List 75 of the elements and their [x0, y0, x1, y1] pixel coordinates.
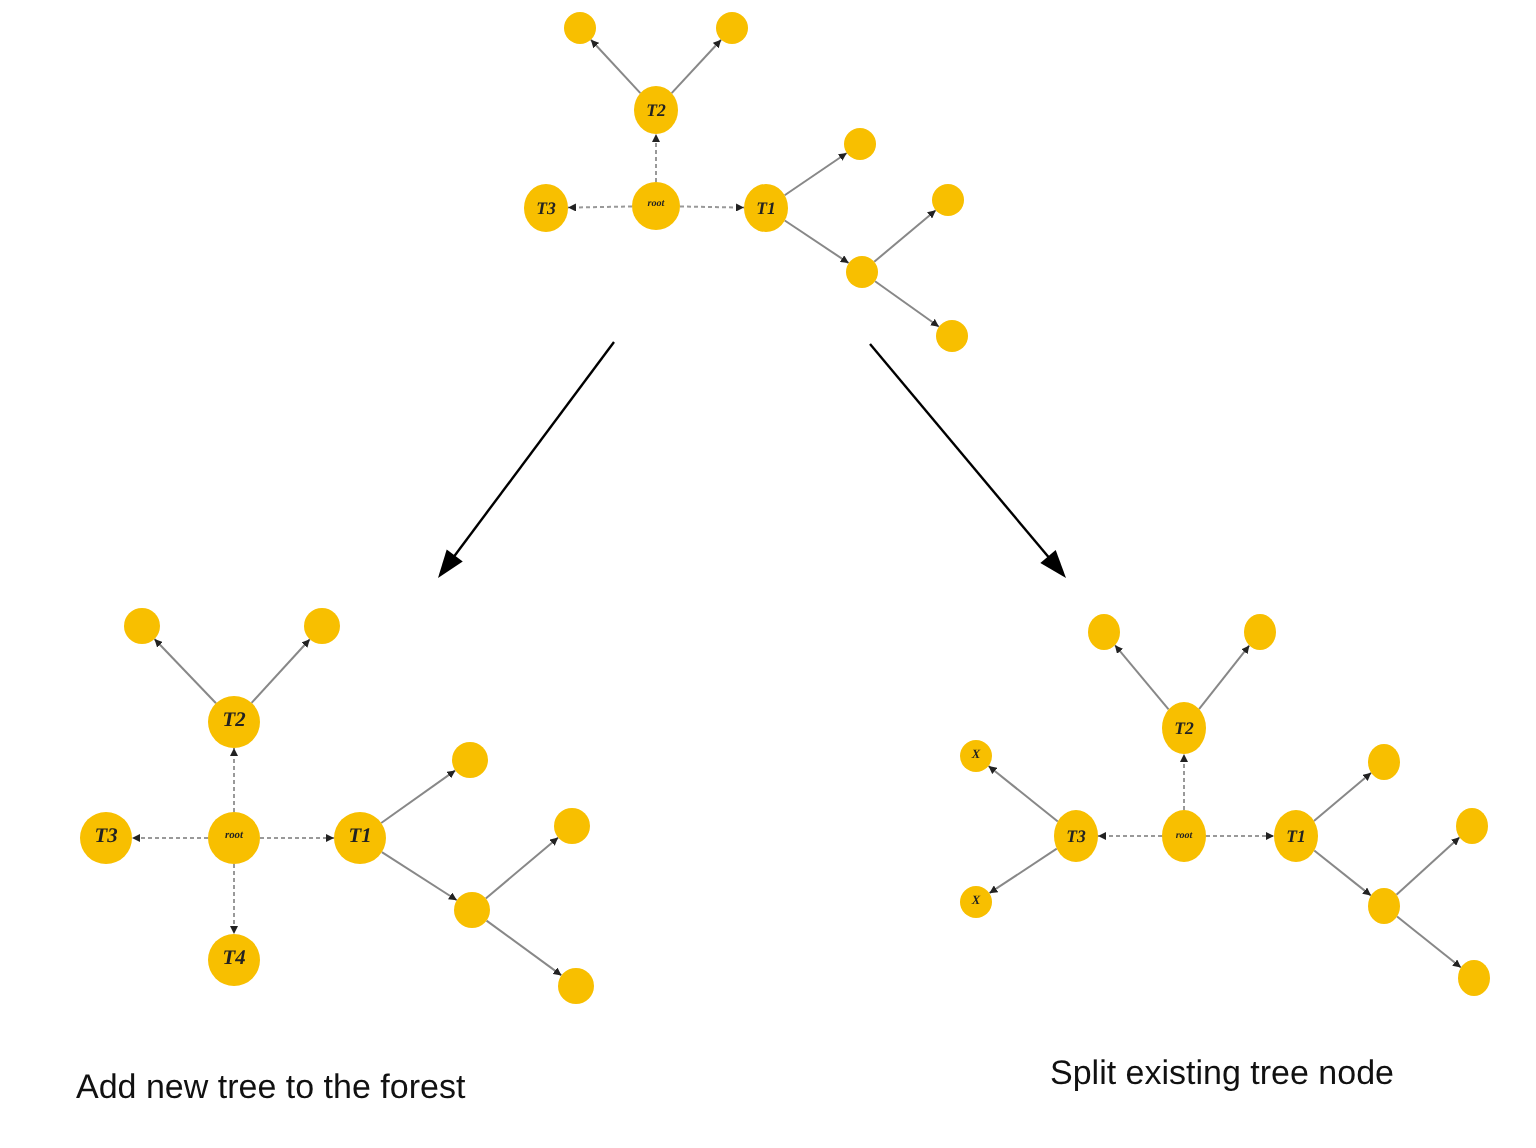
arrow: [380, 851, 458, 902]
node-label: T1: [348, 827, 372, 849]
leaf-circle: [1244, 614, 1276, 650]
tree-node-circle: [1054, 810, 1098, 862]
dashed-arrow: [230, 747, 238, 813]
dashed-arrow: [567, 203, 633, 212]
tree-node-circle: [744, 184, 788, 232]
tree-node-circle: [208, 696, 260, 748]
dashed-arrow: [1097, 832, 1163, 840]
arrow: [874, 280, 940, 328]
leaf-circle: [844, 128, 876, 160]
leaf-circle: [932, 184, 964, 216]
tree-node-circle: [524, 184, 568, 232]
arrow: [1198, 644, 1251, 710]
leaf-circle: [454, 892, 490, 928]
dashed-arrow: [131, 834, 209, 842]
arrow: [589, 38, 642, 95]
tree-node-circle: [208, 812, 260, 864]
leaf-circle: [936, 320, 968, 352]
node-label: T2: [646, 101, 666, 119]
arrow: [380, 769, 457, 824]
arrow: [1312, 771, 1373, 822]
node-label: T3: [536, 199, 556, 217]
arrow: [1395, 836, 1461, 896]
arrow: [783, 152, 848, 197]
dashed-arrow: [1205, 832, 1275, 840]
node-label: T2: [1174, 719, 1194, 737]
tree-node-circle: [1274, 810, 1318, 862]
caption-text: Split existing tree node: [1050, 1054, 1394, 1094]
leaf-circle: [1456, 808, 1488, 844]
arrow: [1313, 849, 1372, 897]
node-label: T1: [1286, 827, 1306, 845]
arrow: [250, 638, 311, 704]
leaf-circle: [846, 256, 878, 288]
dashed-arrow: [230, 863, 238, 935]
tree-node-circle: [334, 812, 386, 864]
arrow: [485, 919, 563, 977]
tree-node-circle: [632, 182, 680, 230]
node-label: T4: [222, 949, 246, 971]
leaf-circle: [124, 608, 160, 644]
leaf-circle: [1368, 744, 1400, 780]
dashed-arrow: [679, 203, 745, 212]
leaf-circle: [554, 808, 590, 844]
arrow: [670, 38, 723, 95]
leaf-circle: [564, 12, 596, 44]
arrow: [1113, 644, 1170, 711]
tree-node-circle: [960, 740, 992, 772]
arrow: [153, 638, 217, 705]
arrow: [988, 847, 1058, 895]
dashed-arrow: [259, 834, 335, 842]
leaf-circle: [452, 742, 488, 778]
leaf-circle: [1368, 888, 1400, 924]
tree-node-circle: [80, 812, 132, 864]
node-label: T2: [222, 711, 246, 733]
tree-node-circle: [208, 934, 260, 986]
tree-node-circle: [1162, 810, 1206, 862]
arrow: [1396, 915, 1462, 969]
caption-text: Add new tree to the forest: [76, 1068, 466, 1108]
leaf-circle: [558, 968, 594, 1004]
leaf-circle: [1088, 614, 1120, 650]
dashed-arrow: [1180, 753, 1188, 811]
tree-node-circle: [960, 886, 992, 918]
leaf-circle: [304, 608, 340, 644]
tree-node-circle: [1162, 702, 1206, 754]
node-label: T3: [94, 827, 118, 849]
arrow: [987, 765, 1059, 823]
leaf-circle: [716, 12, 748, 44]
arrow: [783, 219, 850, 265]
arrow: [484, 836, 560, 900]
dashed-arrow: [652, 133, 660, 183]
tree-node-circle: [634, 86, 678, 134]
arrow: [873, 209, 937, 263]
leaf-circle: [1458, 960, 1490, 996]
node-label: T3: [1066, 827, 1086, 845]
node-label: T1: [756, 199, 776, 217]
